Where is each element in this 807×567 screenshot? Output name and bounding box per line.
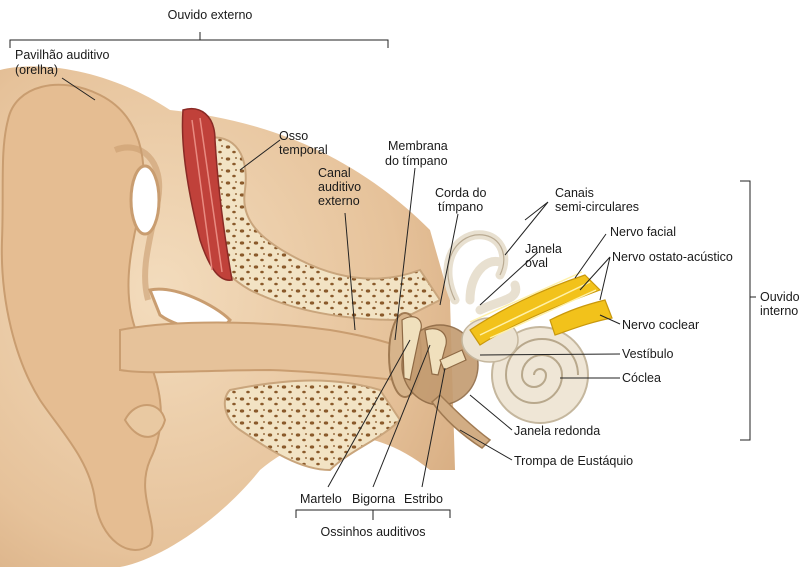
- label-inner-ear-1: Ouvido: [760, 290, 800, 305]
- label-pinna: Pavilhão auditivo: [15, 48, 110, 63]
- label-chorda-1: Corda do: [435, 186, 486, 201]
- label-malleus: Martelo: [300, 492, 342, 507]
- pinna-hollow-1: [131, 166, 159, 234]
- label-cochlea: Cóclea: [622, 371, 661, 386]
- label-cochlear-nerve: Nervo coclear: [622, 318, 699, 333]
- label-stapes: Estribo: [404, 492, 443, 507]
- label-facial-nerve: Nervo facial: [610, 225, 676, 240]
- label-oval-window-1: Janela: [525, 242, 562, 257]
- label-temporal-bone-1: Osso: [279, 129, 308, 144]
- label-pinna-sub: (orelha): [15, 63, 58, 78]
- label-ear-canal-3: externo: [318, 194, 360, 209]
- label-ossicles: Ossinhos auditivos: [308, 525, 438, 540]
- label-outer-ear: Ouvido externo: [160, 8, 260, 23]
- label-ear-canal-2: auditivo: [318, 180, 361, 195]
- label-eustachian-tube: Trompa de Eustáquio: [514, 454, 633, 469]
- label-eardrum-2: do tímpano: [385, 154, 448, 169]
- label-inner-ear-2: interno: [760, 304, 798, 319]
- label-eardrum-1: Membrana: [388, 139, 448, 154]
- label-vestibule: Vestíbulo: [622, 347, 673, 362]
- label-oval-window-2: oval: [525, 256, 548, 271]
- label-semicircular-2: semi-circulares: [555, 200, 639, 215]
- label-chorda-2: tímpano: [438, 200, 483, 215]
- label-temporal-bone-2: temporal: [279, 143, 328, 158]
- semicircular-canals-shape: [448, 235, 516, 310]
- label-vestibulocochlear-nerve: Nervo ostato-acústico: [612, 250, 733, 265]
- label-semicircular-1: Canais: [555, 186, 594, 201]
- label-incus: Bigorna: [352, 492, 395, 507]
- label-ear-canal-1: Canal: [318, 166, 351, 181]
- label-round-window: Janela redonda: [514, 424, 600, 439]
